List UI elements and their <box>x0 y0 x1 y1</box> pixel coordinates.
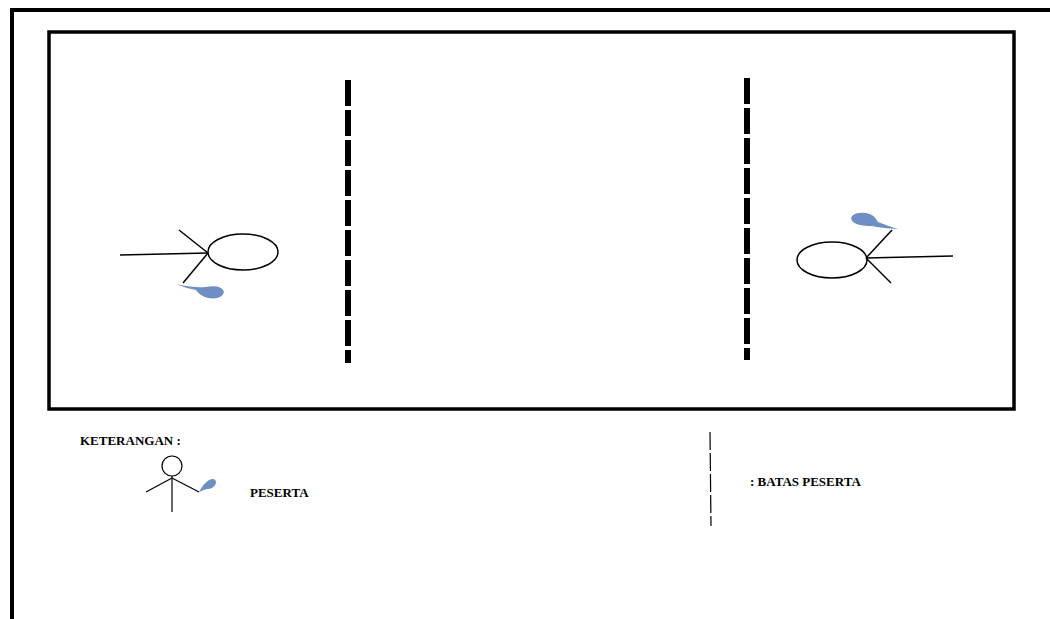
legend-text: PESERTA <box>250 485 309 501</box>
page-frame <box>10 8 14 619</box>
boundary-sample <box>710 432 711 526</box>
boundary-line <box>345 80 351 363</box>
legend-heading: KETERANGAN : <box>80 433 181 449</box>
participant-figure <box>120 230 278 283</box>
field-border <box>49 32 1014 409</box>
participant-icon <box>146 456 199 512</box>
legend-text: : BATAS PESERTA <box>750 474 861 490</box>
participant-figure <box>797 230 953 283</box>
shuttlecock <box>851 213 898 229</box>
boundary-line <box>744 78 750 360</box>
shuttlecock-icon <box>199 479 216 492</box>
shuttlecock <box>176 284 224 298</box>
page-frame <box>10 8 1050 12</box>
